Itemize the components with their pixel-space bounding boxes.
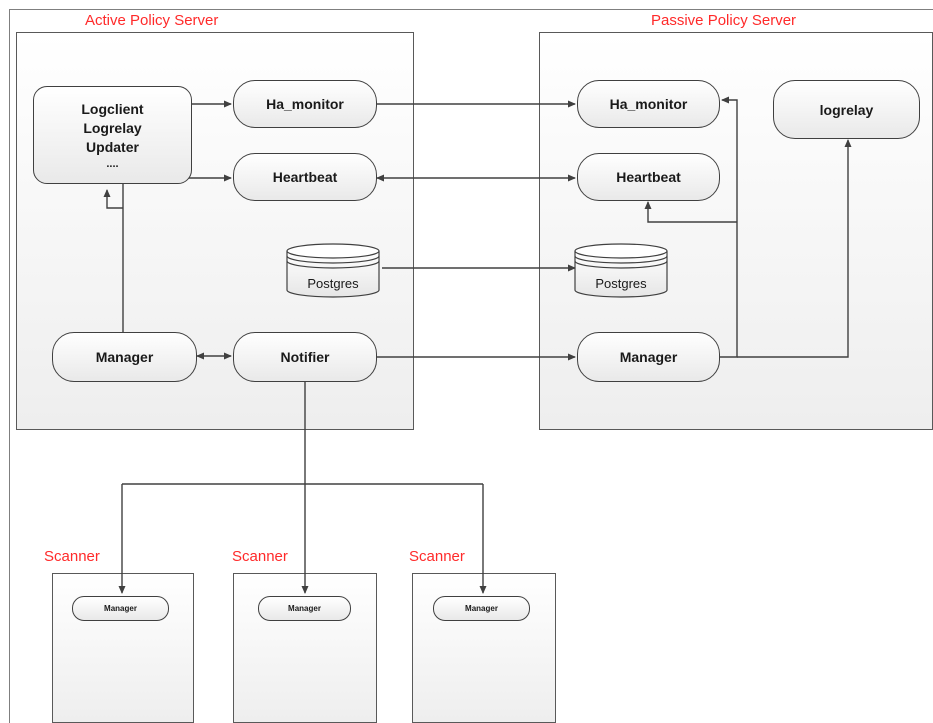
services-item-logrelay: Logrelay — [83, 119, 142, 136]
active-services-box: Logclient Logrelay Updater .... — [33, 86, 192, 184]
scanner-label-1: Scanner — [44, 548, 100, 565]
scanner-label-2: Scanner — [232, 548, 288, 565]
diagram-frame — [9, 9, 933, 723]
connector-passive-manager-logrelay — [737, 139, 852, 358]
active-manager: Manager — [52, 332, 197, 382]
active-server-label: Active Policy Server — [85, 12, 219, 29]
passive-server-label: Passive Policy Server — [651, 12, 797, 29]
active-postgres-db — [286, 243, 380, 298]
scanner-2-manager: Manager — [258, 596, 351, 621]
active-postgres-label: Postgres — [307, 276, 359, 291]
passive-heartbeat: Heartbeat — [577, 153, 720, 201]
active-ha-monitor: Ha_monitor — [233, 80, 377, 128]
services-item-updater: Updater — [86, 138, 139, 155]
connector-passive-manager-heartbeat — [644, 201, 737, 223]
connector-passive-manager-ha-monitor — [720, 96, 738, 358]
active-heartbeat: Heartbeat — [233, 153, 377, 201]
scanner-1-manager: Manager — [72, 596, 169, 621]
passive-postgres-label: Postgres — [595, 276, 647, 291]
services-item-logclient: Logclient — [81, 100, 144, 117]
active-notifier: Notifier — [233, 332, 377, 382]
scanner-label-3: Scanner — [409, 548, 465, 565]
passive-ha-monitor: Ha_monitor — [577, 80, 720, 128]
passive-postgres-db — [574, 243, 668, 298]
connector-manager-services — [103, 189, 123, 209]
services-item-more: .... — [106, 157, 119, 170]
passive-manager: Manager — [577, 332, 720, 382]
passive-logrelay: logrelay — [773, 80, 920, 139]
scanner-3-manager: Manager — [433, 596, 530, 621]
